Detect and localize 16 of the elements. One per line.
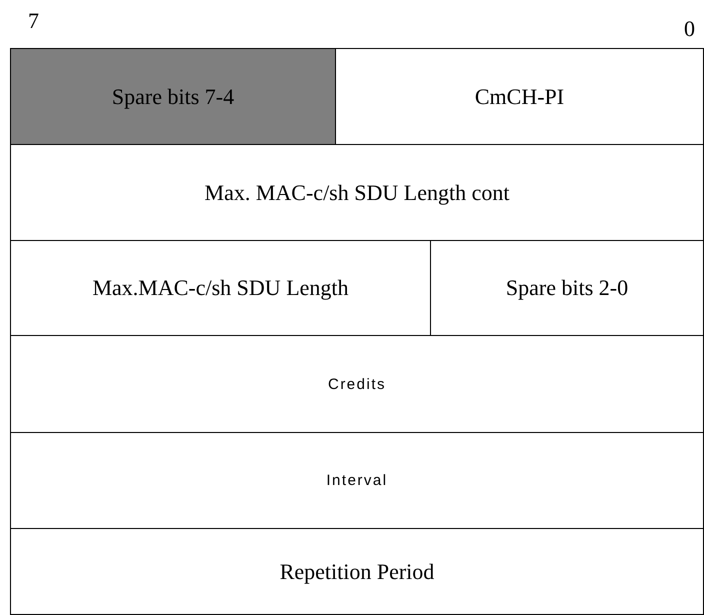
field-cell	[10, 335, 704, 433]
field-cell	[335, 48, 704, 145]
field-label: Repetition Period	[280, 558, 434, 584]
field-cell	[10, 528, 704, 615]
field-label: Max. MAC-c/sh SDU Length cont	[204, 180, 510, 206]
field-label: Spare bits 2-0	[506, 275, 628, 301]
field-label: CmCH-PI	[474, 84, 564, 110]
field-label: Interval	[326, 472, 388, 489]
field-label: Spare bits 7-4	[112, 84, 234, 110]
field-label: Credits	[328, 376, 386, 392]
shaded-field-cell	[10, 48, 336, 145]
bit-number: 7	[28, 8, 39, 34]
field-cell	[10, 144, 704, 241]
field-label: Max.MAC-c/sh SDU Length	[92, 275, 349, 301]
field-cell	[10, 432, 704, 529]
bit-number: 0	[684, 16, 695, 42]
